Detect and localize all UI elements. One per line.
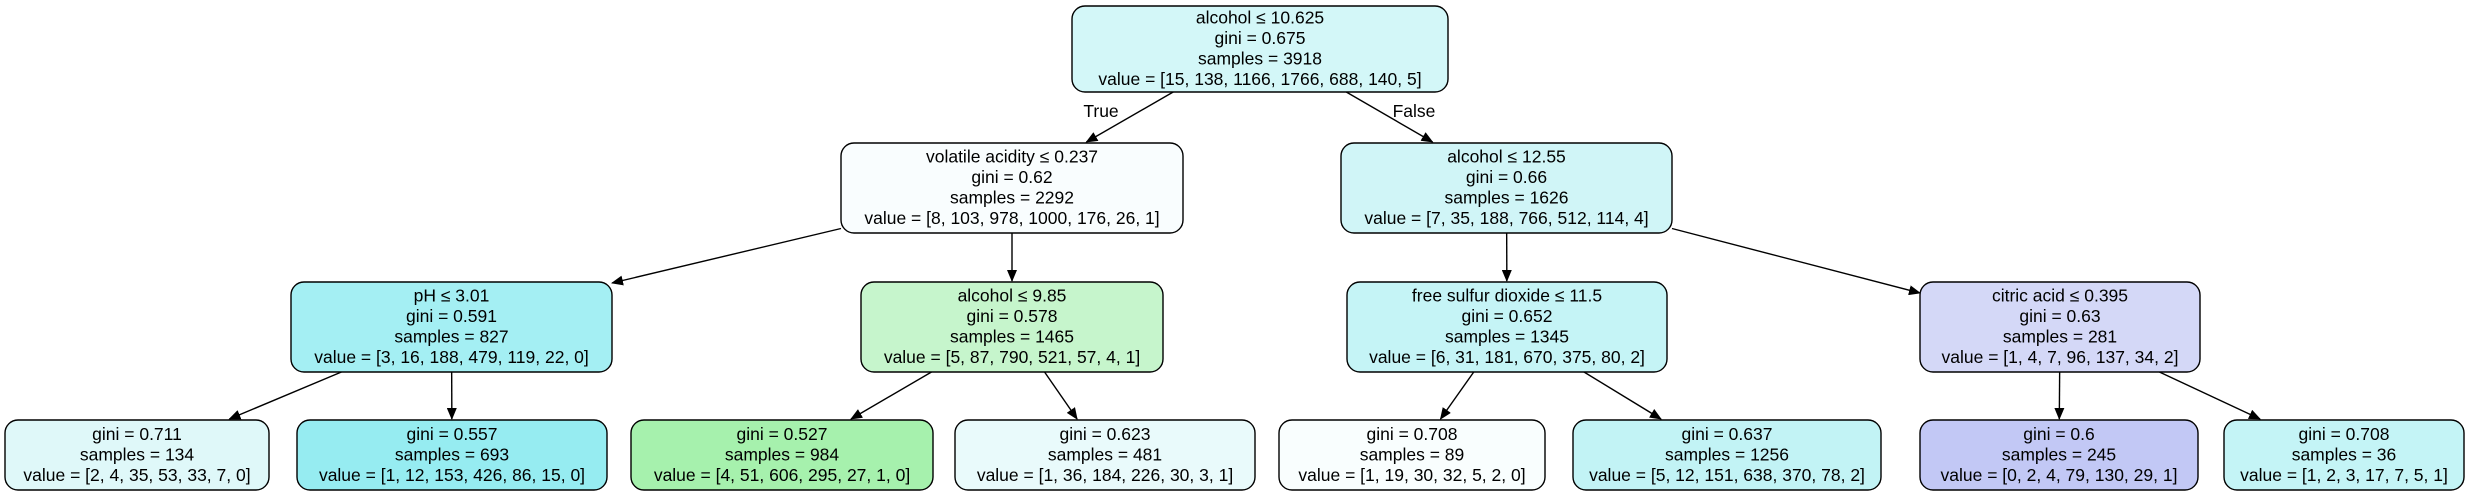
node-line: gini = 0.711 xyxy=(92,424,182,444)
node-line: samples = 693 xyxy=(395,444,509,464)
node-line: value = [5, 87, 790, 521, 57, 4, 1] xyxy=(884,347,1140,367)
node-box xyxy=(1919,281,2201,373)
node-line: pH ≤ 3.01 xyxy=(414,286,490,306)
node-line: value = [15, 138, 1166, 1766, 688, 140, … xyxy=(1098,69,1421,89)
node-line: samples = 1256 xyxy=(1665,444,1789,464)
node-line: gini = 0.708 xyxy=(2299,424,2390,444)
edge-n3-n7 xyxy=(228,371,342,420)
node-line: samples = 827 xyxy=(394,327,508,347)
edge-n2-n6 xyxy=(1671,227,1921,296)
node-line: alcohol ≤ 10.625 xyxy=(1196,8,1324,28)
node-box xyxy=(296,419,608,491)
node-line: samples = 36 xyxy=(2292,444,2397,464)
node-line: gini = 0.652 xyxy=(1462,306,1553,326)
node-box xyxy=(1919,419,2199,491)
node-line: gini = 0.63 xyxy=(2019,306,2100,326)
node-line: samples = 2292 xyxy=(950,188,1074,208)
node-line: gini = 0.623 xyxy=(1060,424,1151,444)
edge-label-false: False xyxy=(1393,101,1436,121)
node-line: samples = 134 xyxy=(80,444,195,464)
node-box xyxy=(1278,419,1546,491)
node-line: gini = 0.557 xyxy=(407,424,498,444)
edge-n5-n11 xyxy=(1439,371,1475,420)
node-box xyxy=(860,281,1164,373)
node-line: value = [1, 12, 153, 426, 86, 15, 0] xyxy=(319,465,585,485)
node-line: samples = 1626 xyxy=(1444,188,1568,208)
edge-n0-n2 xyxy=(1345,91,1434,143)
edge-n4-n9 xyxy=(850,371,932,420)
edge-n0-n1 xyxy=(1085,91,1174,143)
node-line: samples = 281 xyxy=(2003,327,2117,347)
node-line: gini = 0.708 xyxy=(1367,424,1458,444)
node-line: samples = 3918 xyxy=(1198,49,1322,69)
node-line: free sulfur dioxide ≤ 11.5 xyxy=(1412,286,1602,306)
node-box xyxy=(1340,142,1673,234)
node-line: gini = 0.675 xyxy=(1215,28,1306,48)
edge-label-true: True xyxy=(1083,101,1118,121)
node-line: samples = 1465 xyxy=(950,327,1074,347)
node-line: gini = 0.637 xyxy=(1682,424,1773,444)
node-line: gini = 0.6 xyxy=(2023,424,2095,444)
node-line: volatile acidity ≤ 0.237 xyxy=(926,147,1098,167)
node-line: samples = 89 xyxy=(1360,444,1465,464)
node-line: value = [1, 19, 30, 32, 5, 2, 0] xyxy=(1298,465,1525,485)
node-box xyxy=(954,419,1256,491)
node-line: gini = 0.527 xyxy=(737,424,828,444)
node-line: value = [4, 51, 606, 295, 27, 1, 0] xyxy=(654,465,910,485)
node-line: value = [5, 12, 151, 638, 370, 78, 2] xyxy=(1589,465,1865,485)
edge-n4-n10 xyxy=(1043,371,1078,420)
node-line: value = [0, 2, 4, 79, 130, 29, 1] xyxy=(1941,465,2178,485)
node-line: alcohol ≤ 9.85 xyxy=(958,286,1067,306)
node-line: value = [1, 2, 3, 17, 7, 5, 1] xyxy=(2240,465,2448,485)
node-line: value = [3, 16, 188, 479, 119, 22, 0] xyxy=(314,347,589,367)
node-box xyxy=(2223,419,2465,491)
node-line: gini = 0.62 xyxy=(971,167,1052,187)
node-line: gini = 0.66 xyxy=(1466,167,1547,187)
node-line: value = [1, 4, 7, 96, 137, 34, 2] xyxy=(1942,347,2179,367)
node-line: value = [1, 36, 184, 226, 30, 3, 1] xyxy=(977,465,1233,485)
edge-n6-n14 xyxy=(2159,371,2261,420)
node-line: gini = 0.578 xyxy=(967,306,1058,326)
node-box xyxy=(1572,419,1882,491)
edge-n1-n3 xyxy=(611,227,842,286)
node-line: gini = 0.591 xyxy=(406,306,497,326)
node-line: value = [7, 35, 188, 766, 512, 114, 4] xyxy=(1364,208,1648,228)
node-box xyxy=(1346,281,1668,373)
node-line: value = [6, 31, 181, 670, 375, 80, 2] xyxy=(1369,347,1645,367)
node-box xyxy=(630,419,934,491)
node-line: samples = 1345 xyxy=(1445,327,1569,347)
node-box xyxy=(840,142,1184,234)
node-line: citric acid ≤ 0.395 xyxy=(1992,286,2128,306)
node-box xyxy=(1071,5,1449,93)
node-box xyxy=(290,281,613,373)
node-line: samples = 245 xyxy=(2002,444,2116,464)
node-line: value = [2, 4, 35, 53, 33, 7, 0] xyxy=(23,465,250,485)
node-line: value = [8, 103, 978, 1000, 176, 26, 1] xyxy=(864,208,1159,228)
node-line: samples = 984 xyxy=(725,444,840,464)
node-line: samples = 481 xyxy=(1048,444,1162,464)
edge-n5-n12 xyxy=(1583,371,1662,420)
node-line: alcohol ≤ 12.55 xyxy=(1447,147,1566,167)
node-box xyxy=(4,419,270,491)
